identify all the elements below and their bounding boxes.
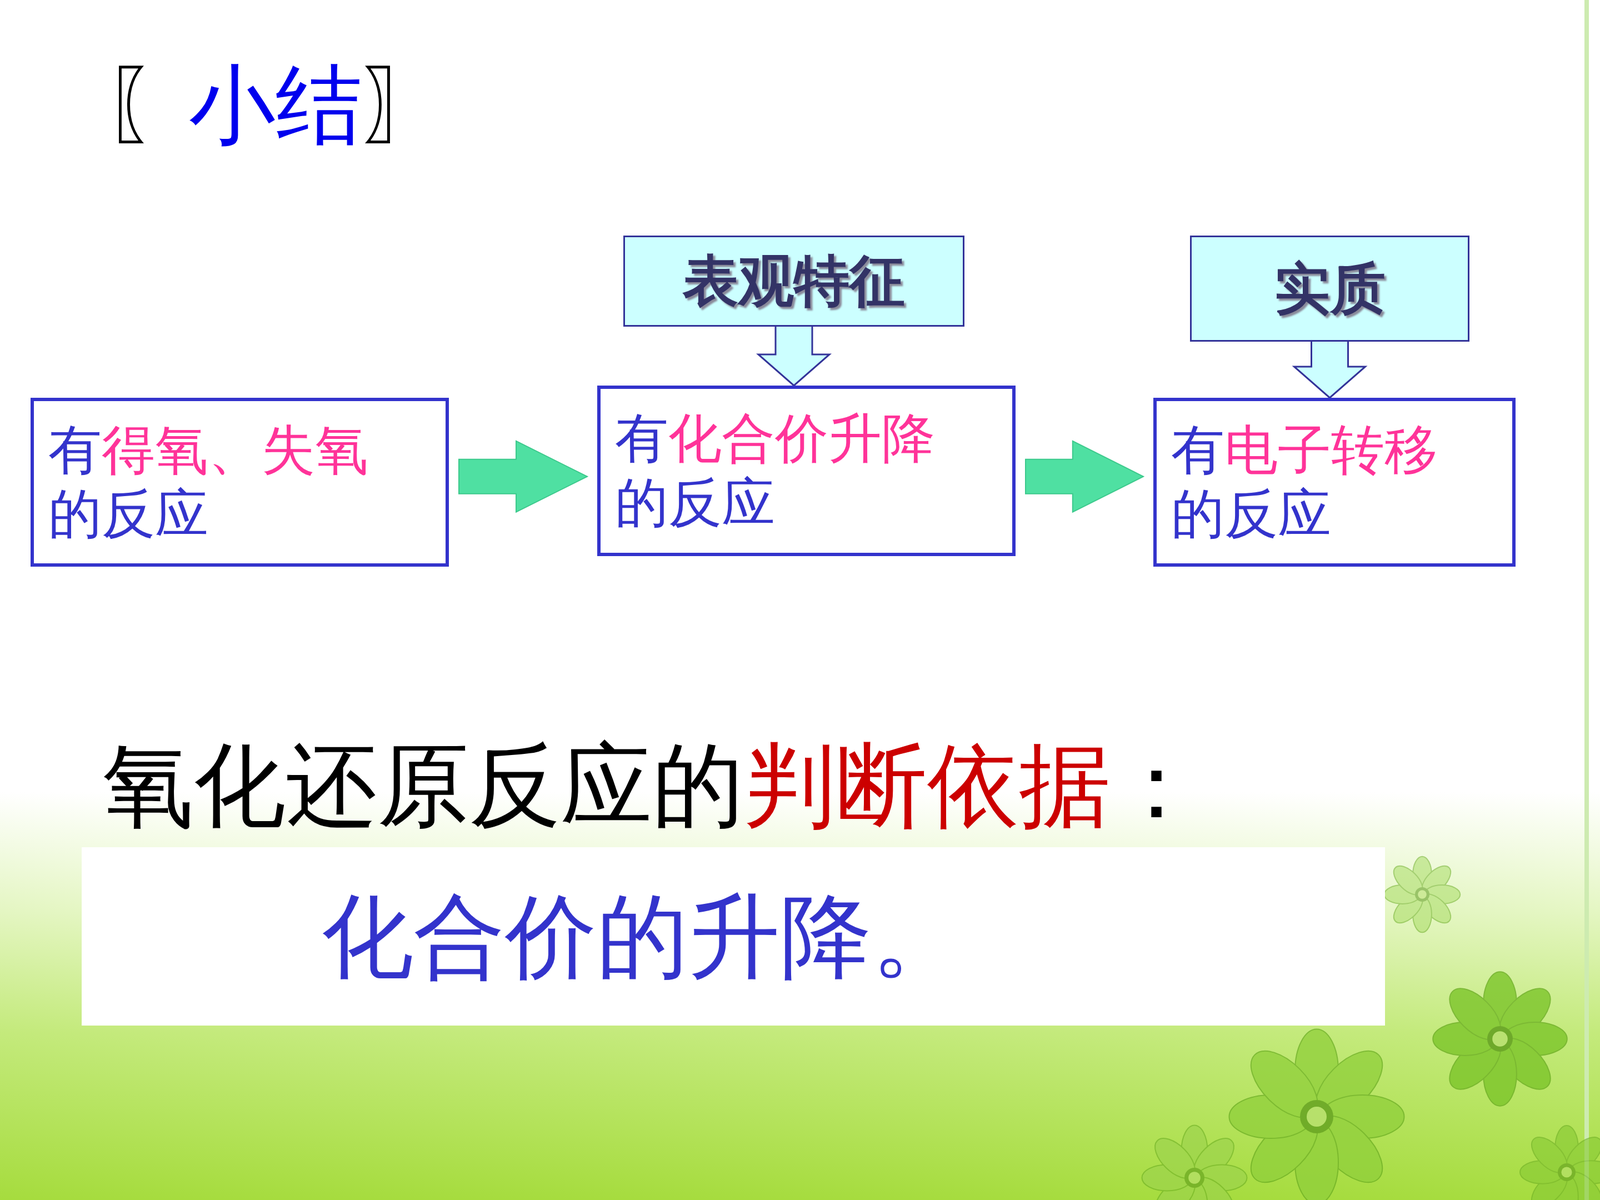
text-run: 有 <box>48 418 102 482</box>
callout-box: 实质 <box>1190 235 1470 342</box>
concept-label: 有化合价升降 的反应 <box>615 406 998 535</box>
flower <box>1142 1125 1248 1200</box>
flower <box>1520 1125 1600 1200</box>
text-run: 的反应 <box>615 471 775 534</box>
edge-stripe <box>1584 0 1589 1200</box>
text-run: 化合价升降 <box>668 407 935 470</box>
text-run: 电子转移 <box>1224 418 1438 482</box>
callout-box: 表观特征 <box>623 235 965 327</box>
text-run: 判断依据 <box>743 732 1111 839</box>
text-run: ： <box>1110 732 1203 839</box>
text-run: 有 <box>1171 418 1225 482</box>
text-run: 得氧、失氧 <box>101 418 369 482</box>
callout-pointer <box>758 325 830 386</box>
concept-box: 有化合价升降 的反应 <box>597 385 1016 557</box>
text-run: 的反应 <box>48 482 209 545</box>
flow-arrow <box>458 441 588 513</box>
text-run: 氧化还原反应的 <box>102 732 744 839</box>
flow-arrow <box>1025 441 1144 513</box>
text-run: 〖 <box>102 54 189 156</box>
flower <box>1432 971 1568 1107</box>
answer-text: 化合价的升降。 <box>321 881 1374 992</box>
concept-box: 有得氧、失氧 的反应 <box>30 397 449 567</box>
text-run: 〗 <box>362 54 449 156</box>
flower <box>1229 1029 1405 1200</box>
slide-title: 〖小结〗 <box>102 53 449 158</box>
callout-label: 实质 <box>1274 255 1386 323</box>
concept-box: 有电子转移 的反应 <box>1153 397 1516 567</box>
question-heading: 氧化还原反应的判断依据： <box>102 730 1203 841</box>
flower <box>1384 856 1461 933</box>
text-run: 有 <box>615 407 669 470</box>
concept-label: 有电子转移 的反应 <box>1171 418 1498 547</box>
concept-label: 有得氧、失氧 的反应 <box>48 418 432 547</box>
callout-label: 表观特征 <box>682 247 905 315</box>
answer-panel: 氧化还原反应的判断依据：化合价的升降。 <box>81 847 1385 1026</box>
text-run: 的反应 <box>1171 482 1332 545</box>
text-run: 小结 <box>188 54 363 156</box>
callout-pointer <box>1294 340 1366 398</box>
